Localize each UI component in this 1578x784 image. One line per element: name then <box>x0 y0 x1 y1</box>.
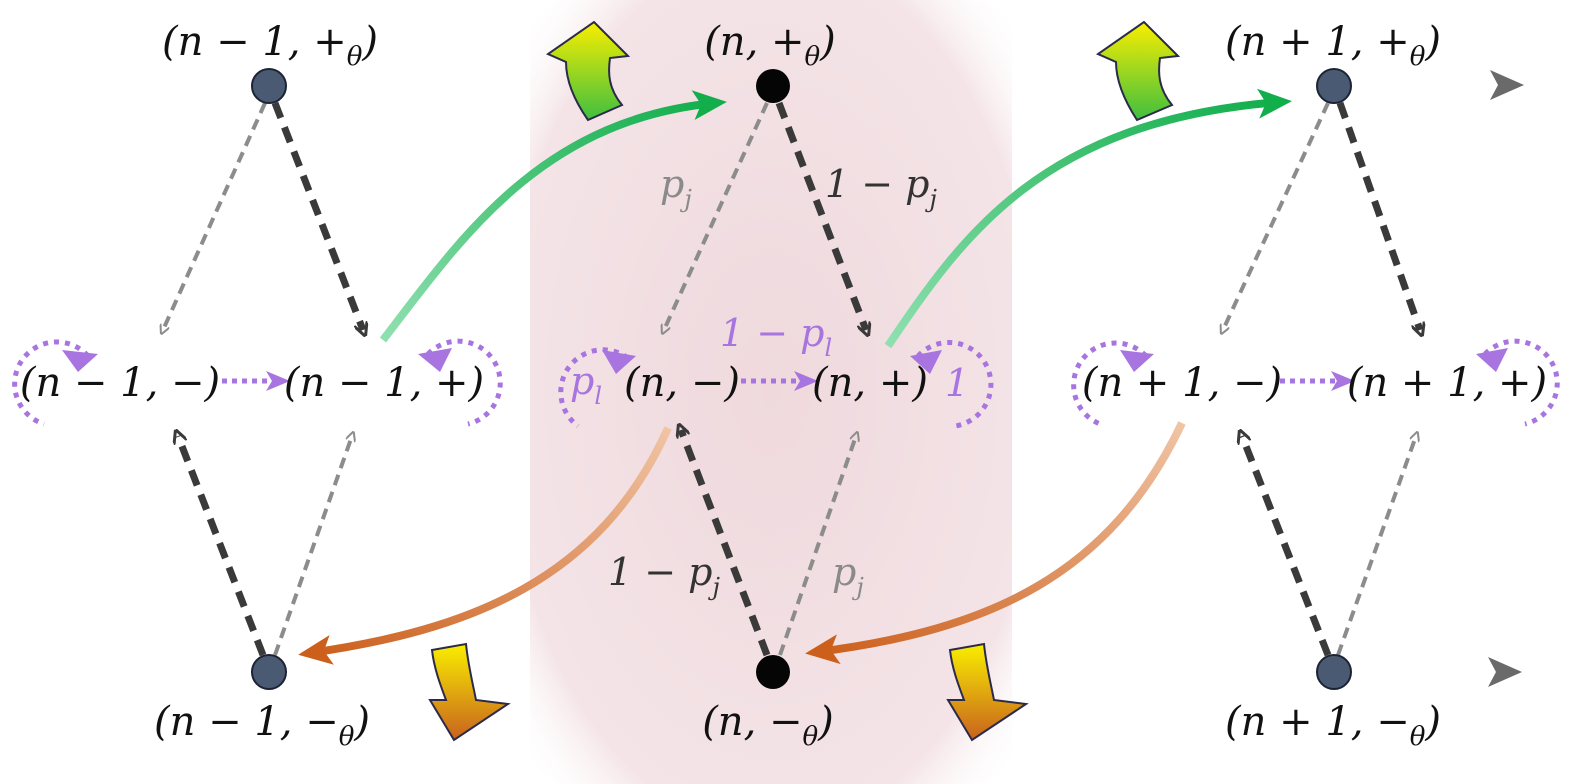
top-dashed-arrows <box>163 101 1420 330</box>
prob-one-minus-pl: 1 − pl <box>720 311 832 362</box>
label-mid-left-minus: (n − 1, −) <box>20 360 220 406</box>
green-arrow-right <box>884 88 1292 349</box>
label-mid-mid-minus: (n, −) <box>624 360 740 406</box>
label-bot-right: (n + 1, −θ) <box>1225 699 1441 752</box>
down-arrow-left <box>428 642 511 742</box>
bottom-dashed-arrows <box>178 430 1416 657</box>
axis-nodes <box>251 68 1352 690</box>
down-arrow-right <box>946 642 1029 742</box>
prob-pj-bot: pj <box>832 550 864 601</box>
up-arrow-left <box>545 20 631 122</box>
prob-one: 1 <box>945 361 969 405</box>
highlight-band <box>530 0 1012 784</box>
label-top-mid: (n, +θ) <box>704 19 836 72</box>
label-mid-right-plus: (n + 1, +) <box>1347 360 1547 406</box>
label-mid-left-plus: (n − 1, +) <box>284 360 484 406</box>
node-bot-mid-dot <box>756 655 790 689</box>
purple-self-loops <box>12 338 1560 429</box>
orange-arrow-left <box>298 426 672 665</box>
label-mid-right-minus: (n + 1, −) <box>1082 360 1282 406</box>
label-mid-mid-plus: (n, +) <box>812 360 928 406</box>
label-bot-mid: (n, −θ) <box>702 699 834 752</box>
prob-one-minus-pj-bot: 1 − pj <box>608 550 721 601</box>
prob-one-minus-pj-top: 1 − pj <box>825 162 938 213</box>
green-arrow-left <box>379 90 727 343</box>
purple-loop-heads <box>62 348 1508 374</box>
prob-pl: pl <box>570 359 602 410</box>
up-arrow-right <box>1095 20 1181 122</box>
node-bot-right-dot <box>1316 654 1352 690</box>
orange-arrow-right <box>805 421 1186 665</box>
node-bot-left-dot <box>251 654 287 690</box>
label-bot-left: (n − 1, −θ) <box>154 699 370 752</box>
node-top-mid-dot <box>756 69 790 103</box>
node-top-right-dot <box>1316 68 1352 104</box>
node-top-left-dot <box>251 68 287 104</box>
label-top-left: (n − 1, +θ) <box>162 19 378 72</box>
label-top-right: (n + 1, +θ) <box>1225 19 1441 72</box>
